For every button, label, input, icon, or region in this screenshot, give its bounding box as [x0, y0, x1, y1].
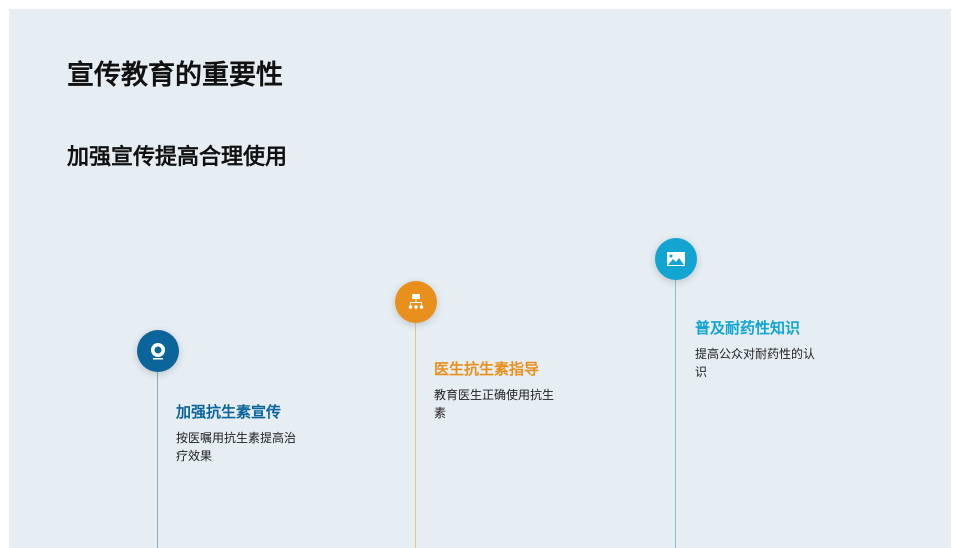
slide: 宣传教育的重要性 加强宣传提高合理使用 加强抗生素宣传 按医嘱用抗生素提高治疗效…: [9, 9, 951, 548]
item-heading: 医生抗生素指导: [434, 360, 540, 378]
sitemap-icon: [395, 281, 437, 323]
item-description: 教育医生正确使用抗生素: [434, 388, 555, 420]
timeline-line: [415, 322, 416, 548]
item-description: 按医嘱用抗生素提高治疗效果: [176, 431, 297, 463]
item-description: 提高公众对耐药性的认识: [695, 347, 816, 379]
item-heading: 普及耐药性知识: [695, 319, 801, 337]
timeline-line: [675, 279, 676, 548]
item-heading: 加强抗生素宣传: [176, 403, 282, 421]
slide-title: 宣传教育的重要性: [67, 60, 283, 91]
webcam-icon: [137, 330, 179, 372]
timeline-line: [157, 371, 158, 548]
image-icon: [655, 238, 697, 280]
slide-subtitle: 加强宣传提高合理使用: [67, 145, 288, 170]
